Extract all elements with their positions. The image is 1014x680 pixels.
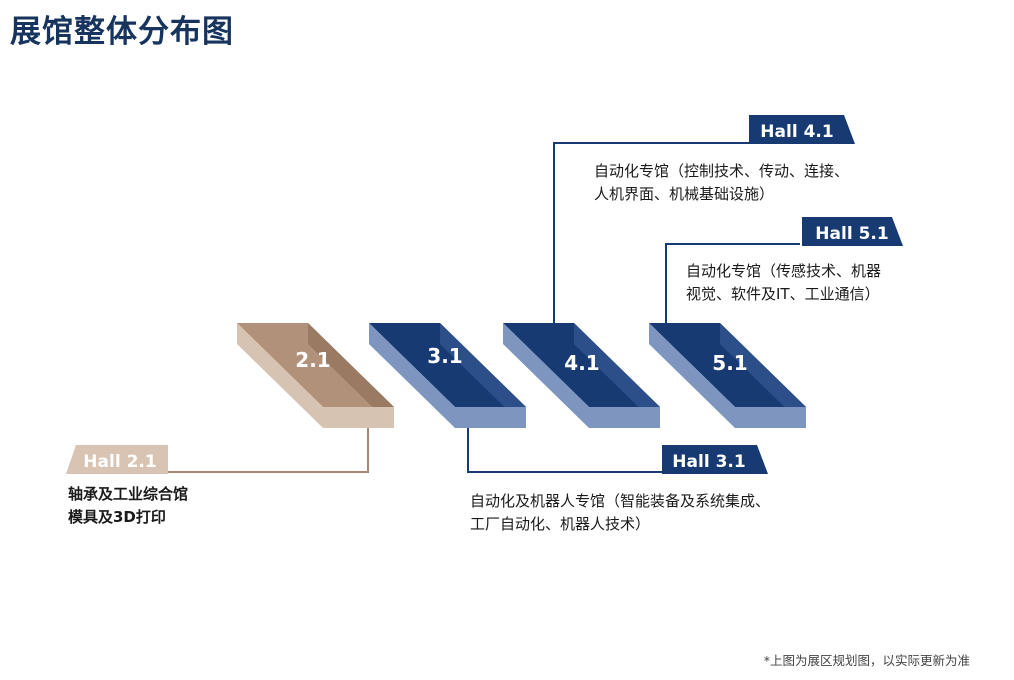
hall-3-1-connector xyxy=(467,427,670,473)
hall-2-1-description: 轴承及工业综合馆 模具及3D打印 xyxy=(68,483,188,529)
hall-2-1-connector xyxy=(168,427,369,473)
footnote: *上图为展区规划图，以实际更新为准 xyxy=(763,653,970,668)
hall-5-1-tag-label: Hall 5.1 xyxy=(815,224,888,244)
hall-3-1-description-line: 工厂自动化、机器人技术） xyxy=(470,515,651,533)
hall-5-1-description-line: 自动化专馆（传感技术、机器 xyxy=(686,262,882,280)
hall-4-1-description-line: 人机界面、机械基础设施） xyxy=(594,185,775,203)
hall-2-1-description-line: 轴承及工业综合馆 xyxy=(68,485,189,503)
hall-5-1-tag[interactable]: Hall 5.1 xyxy=(802,217,903,246)
hall-4-1-connector xyxy=(553,142,752,325)
hall-2-1-tag[interactable]: Hall 2.1 xyxy=(66,445,168,474)
hall-4-1-description: 自动化专馆（控制技术、传动、连接、 人机界面、机械基础设施） xyxy=(594,160,849,206)
hall-block-4-1[interactable]: 4.1 xyxy=(503,323,660,428)
hall-4-1-tag-label: Hall 4.1 xyxy=(760,122,833,142)
hall-block-2-1[interactable]: 2.1 xyxy=(237,323,394,428)
hall-5-1-connector xyxy=(665,243,800,325)
hall-block-2-1-label: 2.1 xyxy=(295,348,330,372)
hall-5-1-description: 自动化专馆（传感技术、机器 视觉、软件及IT、工业通信） xyxy=(686,260,881,306)
hall-block-3-1[interactable]: 3.1 xyxy=(369,323,526,428)
hall-5-1-description-line: 视觉、软件及IT、工业通信） xyxy=(686,285,880,303)
hall-3-1-description-line: 自动化及机器人专馆（智能装备及系统集成、 xyxy=(470,492,771,510)
page-title: 展馆整体分布图 xyxy=(10,14,234,50)
hall-2-1-tag-label: Hall 2.1 xyxy=(83,452,156,472)
hall-3-1-tag[interactable]: Hall 3.1 xyxy=(662,445,768,474)
hall-block-5-1-label: 5.1 xyxy=(712,351,747,375)
hall-4-1-description-line: 自动化专馆（控制技术、传动、连接、 xyxy=(594,162,850,180)
hall-2-1-description-line: 模具及3D打印 xyxy=(68,508,166,526)
hall-3-1-tag-label: Hall 3.1 xyxy=(672,452,745,472)
hall-block-4-1-label: 4.1 xyxy=(564,351,599,375)
hall-block-5-1[interactable]: 5.1 xyxy=(649,323,806,428)
hall-block-3-1-label: 3.1 xyxy=(427,344,462,368)
hall-4-1-tag[interactable]: Hall 4.1 xyxy=(749,115,855,144)
hall-3-1-description: 自动化及机器人专馆（智能装备及系统集成、 工厂自动化、机器人技术） xyxy=(470,490,770,536)
